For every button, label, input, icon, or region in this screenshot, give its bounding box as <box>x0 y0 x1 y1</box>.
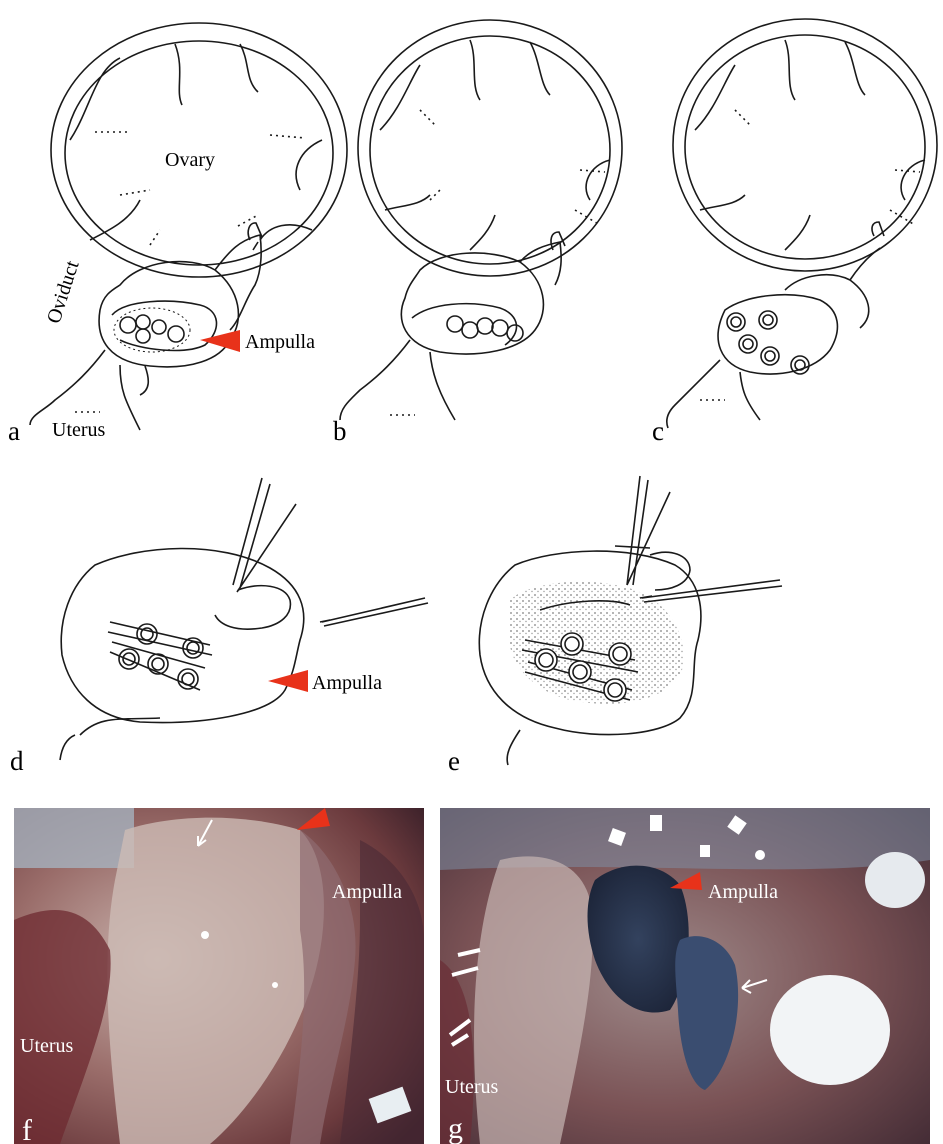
oocyte-cluster <box>114 308 190 352</box>
panel-letter-a: a <box>8 416 20 446</box>
photo-f: Ampulla Uterus f <box>14 808 424 1144</box>
uterus-label-g: Uterus <box>445 1076 499 1098</box>
ampulla-arrowhead-d <box>268 670 308 692</box>
panel-e: e <box>448 476 782 776</box>
panel-letter-g: g <box>448 1112 463 1144</box>
ampulla-label-d: Ampulla <box>312 672 382 694</box>
panel-letter-b: b <box>333 416 347 446</box>
panel-letter-c: c <box>652 416 664 446</box>
uterus-label: Uterus <box>52 419 106 441</box>
ampulla-label-g: Ampulla <box>708 881 778 903</box>
panel-letter-f: f <box>22 1114 32 1144</box>
panel-letter-d: d <box>10 746 24 776</box>
ampulla-label: Ampulla <box>245 331 315 353</box>
oviduct-label: Oviduct <box>43 258 84 327</box>
ovary-drawing: Ovary <box>51 23 347 277</box>
uterus-label-f: Uterus <box>20 1035 74 1057</box>
photo-g: Ampulla Uterus g <box>440 808 930 1144</box>
ampulla-arrowhead <box>200 330 240 352</box>
ampulla-label-f: Ampulla <box>332 881 402 903</box>
oviduct-drawing <box>30 223 262 430</box>
panel-b: b <box>333 20 622 446</box>
panel-c: c <box>652 19 937 446</box>
panel-a: Ovary Ampulla Oviduct Uterus a <box>8 23 347 446</box>
panel-letter-e: e <box>448 746 460 776</box>
ovary-label: Ovary <box>165 149 215 171</box>
panel-d: Ampulla d <box>10 478 428 776</box>
